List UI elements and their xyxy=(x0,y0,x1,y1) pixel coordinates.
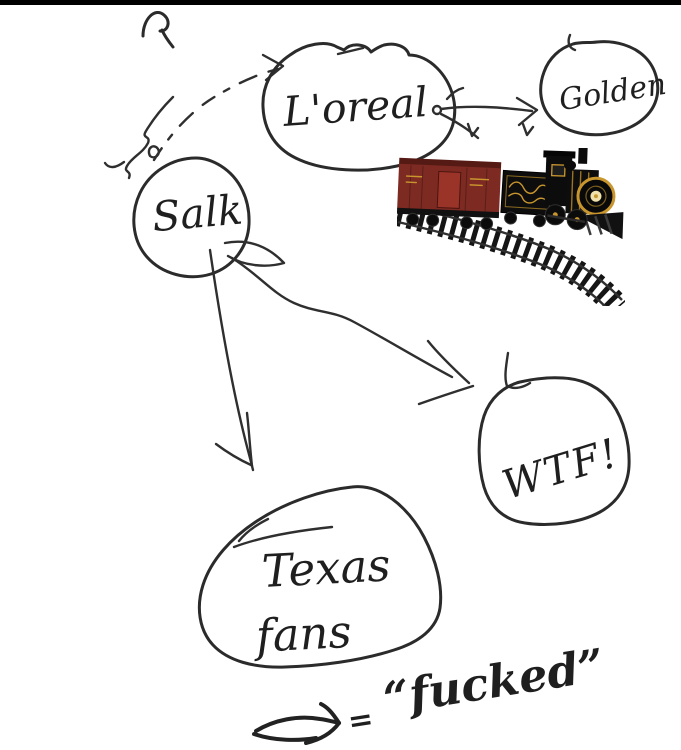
edge-salk-to-texas xyxy=(208,248,255,472)
legend-term: “fucked” xyxy=(380,638,608,725)
edge-barb-left xyxy=(214,442,253,467)
node-salk-label: Salk xyxy=(150,186,244,242)
node-texas-outline xyxy=(197,485,443,669)
node-texas-fans: Texas fans xyxy=(197,485,443,669)
boxcar-underframe xyxy=(397,207,500,219)
top-border xyxy=(0,0,681,5)
edge-knot xyxy=(431,104,443,116)
node-wtf-outline xyxy=(477,376,631,526)
boxcar-ribs xyxy=(408,165,488,212)
legend-arrow-shaft xyxy=(254,715,341,733)
boxcar-wheel xyxy=(426,213,440,227)
edge-barb-lower xyxy=(417,384,475,406)
node-loreal: L'oreal xyxy=(261,42,457,172)
node-golden-tail xyxy=(567,33,577,52)
loco-side-rod xyxy=(547,214,586,224)
scribble-flick xyxy=(103,160,126,169)
dashed-arrow-head xyxy=(261,53,285,82)
node-wtf: WTF! xyxy=(477,351,631,526)
edge-barb-upper xyxy=(426,339,471,385)
gondola-wheel xyxy=(504,211,518,225)
boxcar-wheel xyxy=(406,212,420,226)
edge-barb-right xyxy=(245,411,254,468)
loco-smokestack xyxy=(578,148,588,164)
loco-stack-flare xyxy=(574,148,592,149)
boxcar-lettering xyxy=(405,175,490,187)
legend-arrow-underline xyxy=(252,732,318,742)
edge-shaft xyxy=(230,256,454,379)
train-locomotive xyxy=(543,148,624,240)
node-salk-petal xyxy=(223,240,286,267)
loco-smokebox-ring xyxy=(585,185,607,207)
train-image xyxy=(397,148,625,306)
node-golden-outline xyxy=(539,40,660,137)
edge-upper-flick xyxy=(445,86,465,101)
node-salk-top-loop xyxy=(147,145,160,159)
edge-shaft xyxy=(208,248,255,472)
edge-tick-2 xyxy=(521,122,535,137)
edge-salk-to-loreal xyxy=(103,53,285,180)
legend-arrow-head xyxy=(304,702,341,745)
node-texas-inner-check xyxy=(237,517,270,543)
edge-lower-stroke xyxy=(439,112,480,140)
boxcar-door xyxy=(436,170,462,209)
edge-shaft xyxy=(439,105,534,113)
train-track-ties xyxy=(397,200,625,306)
loco-headlight-center xyxy=(593,194,598,199)
node-loreal-outline xyxy=(261,42,457,172)
train-boxcar xyxy=(397,157,502,231)
node-wtf-label: WTF! xyxy=(497,430,625,509)
node-loreal-label: L'oreal xyxy=(281,78,430,136)
legend-equals: = xyxy=(346,701,376,740)
gondola-wheel xyxy=(532,214,546,228)
dashed-arrow-shaft xyxy=(152,67,280,162)
scribble-tail xyxy=(124,95,175,180)
boxcar-roof xyxy=(399,157,502,171)
boxcar-wheel xyxy=(460,216,474,230)
edge-salk-to-wtf xyxy=(230,256,475,406)
node-texas-label-line1: Texas xyxy=(261,538,392,598)
node-texas-inner-stroke xyxy=(232,525,334,549)
loco-cab-window xyxy=(550,163,566,177)
node-loreal-notch xyxy=(336,46,365,56)
boxcar-wheel xyxy=(480,217,494,231)
edge-loreal-to-golden xyxy=(431,86,539,140)
node-golden: Golden xyxy=(539,33,669,137)
node-texas-label-line2: fans xyxy=(252,605,353,663)
edge-tick-1 xyxy=(466,122,480,138)
loco-steam-dome xyxy=(564,160,577,171)
node-salk: Salk xyxy=(132,145,286,279)
train-track-rail-inner xyxy=(397,220,607,306)
node-salk-outline xyxy=(132,156,251,279)
question-squiggle xyxy=(141,11,175,49)
edge-arrow-head xyxy=(515,96,539,127)
gondola-filigree xyxy=(508,181,550,204)
